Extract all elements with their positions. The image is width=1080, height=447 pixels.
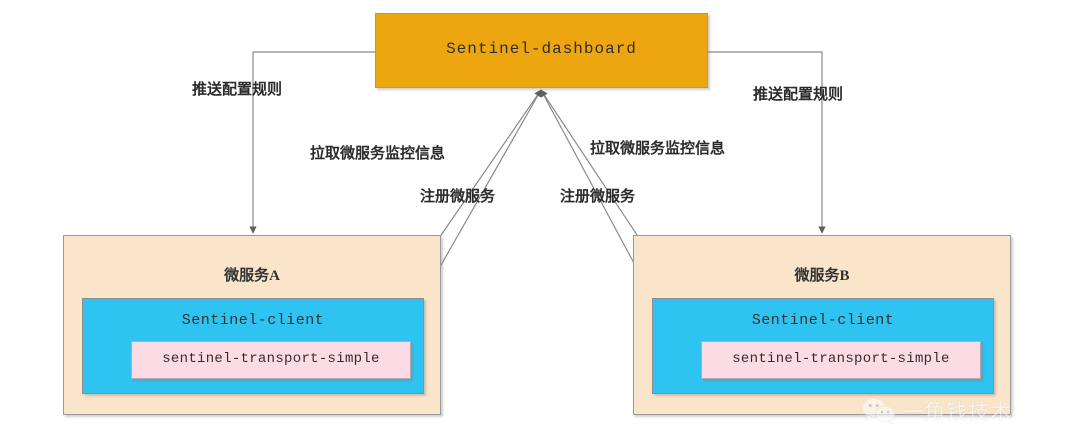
edge-label-push-rules-left: 推送配置规则 [192,82,283,98]
microservice-a-label: 微服务A [224,268,280,284]
edge-pull-right [540,89,642,242]
sentinel-client-b-label: Sentinel-client [751,312,895,329]
node-sentinel-transport-simple-b[interactable]: sentinel-transport-simple [701,341,981,379]
edge-push-right [708,51,826,234]
watermark-text: 一角钱技术 [902,401,1012,424]
wechat-icon [862,398,895,425]
edge-label-pull-monitor-right: 拉取微服务监控信息 [590,141,726,157]
node-microservice-b[interactable]: 微服务B Sentinel-client sentinel-transport-… [633,235,1011,415]
sentinel-transport-simple-b-label: sentinel-transport-simple [732,351,950,367]
node-sentinel-client-a[interactable]: Sentinel-client sentinel-transport-simpl… [82,298,424,394]
edge-label-register-right: 注册微服务 [560,189,636,205]
edge-label-register-left: 注册微服务 [420,189,496,205]
node-microservice-a[interactable]: 微服务A Sentinel-client sentinel-transport-… [63,235,441,415]
edge-label-push-rules-right: 推送配置规则 [753,87,844,103]
dashboard-label: Sentinel-dashboard [446,40,637,58]
node-sentinel-dashboard[interactable]: Sentinel-dashboard [375,13,708,88]
node-sentinel-client-b[interactable]: Sentinel-client sentinel-transport-simpl… [652,298,994,394]
node-sentinel-transport-simple-a[interactable]: sentinel-transport-simple [131,341,411,379]
edge-push-left [249,51,375,234]
watermark: 一角钱技术 [862,396,1012,426]
microservice-b-label: 微服务B [794,268,850,284]
edge-pull-left [436,89,542,242]
sentinel-client-a-label: Sentinel-client [181,312,325,329]
edge-label-pull-monitor-left: 拉取微服务监控信息 [310,146,446,162]
sentinel-transport-simple-a-label: sentinel-transport-simple [162,351,380,367]
